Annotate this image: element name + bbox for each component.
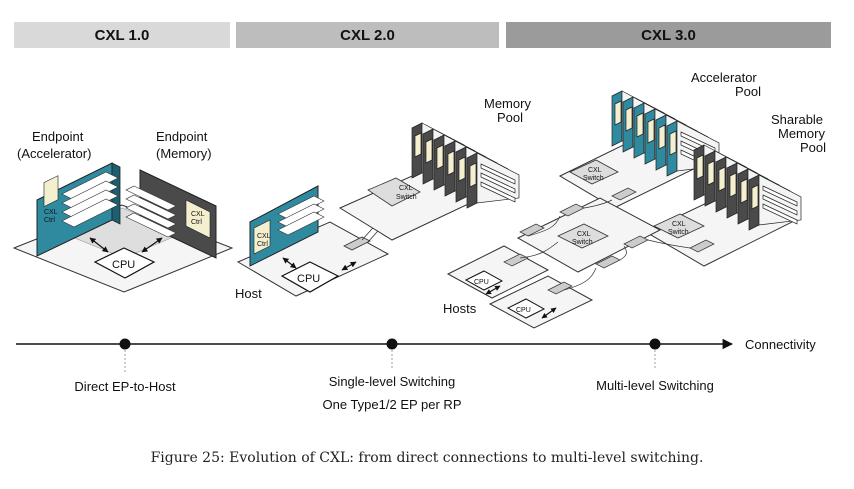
milestone-1-text: Direct EP-to-Host [74,379,176,394]
module-ram [762,194,798,216]
module-ctrl [436,144,444,170]
cxl3-hosts-label: Hosts [443,301,477,316]
milestone-3-dot [649,338,661,350]
cxl3-host1-cpu-label: CPU [474,279,489,286]
module-ctrl [696,154,704,180]
cxl3-mid-switch-label-2: Switch [572,239,593,246]
module-face [476,152,520,204]
cxl3-host2-cpu-label: CPU [516,307,531,314]
connectivity-axis-label: Connectivity [745,337,816,352]
cxl3-top-switch-label-1: CXL [588,167,602,174]
cxl2-memory-modules [411,122,520,209]
milestone-3: Multi-level Switching [596,338,714,393]
cxl3-right-switch-label-2: Switch [668,229,689,236]
cxl2-host-label: Host [235,286,262,301]
cxl1-mem-ctrl-label-2: Ctrl [191,219,202,226]
module-ctrl [447,150,455,176]
cxl1-accel-ctrl-label-1: CXL [44,209,58,216]
cxl1-cpu-label: CPU [112,259,135,271]
milestone-2-text-2: One Type1/2 EP per RP [323,397,462,412]
cxl2-link-accel [282,257,297,269]
milestone-1: Direct EP-to-Host [74,338,176,394]
cxl3-memory-modules [693,144,802,231]
cxl3-accel-pool-line2: Pool [735,84,761,99]
cxl3-sharable-line2: Memory [778,126,825,141]
module-ctrl [469,162,477,188]
cxl1-link-accel [89,237,109,253]
module-ctrl [625,106,633,132]
cxl3-host2-link [541,307,557,319]
cxl1-endpoint-accel-line1: Endpoint [32,129,84,144]
cxl2-ctrl-label-1: CXL [257,233,271,240]
cxl3-sharable-line1: Sharable [771,112,823,127]
cxl2-cpu [280,261,340,293]
cxl3-cables [519,199,691,291]
cxl2-accelerator-card [249,185,325,267]
milestone-2-text-1: Single-level Switching [329,374,455,389]
header-cxl-2-0: CXL 2.0 [236,22,499,48]
cxl2-link-port [341,261,357,271]
cxl3-sharable-line3: Pool [800,140,826,155]
module-ctrl [718,166,726,192]
milestone-1-dot [119,338,131,350]
module-ctrl [669,130,677,156]
cxl1-endpoint-mem-line2: (Memory) [156,146,212,161]
module-ctrl [647,118,655,144]
module-ctrl [658,124,666,150]
cxl3-top-switch-label-2: Switch [583,175,604,182]
cxl1-cpu [93,247,156,279]
module-ctrl [636,112,644,138]
cxl2-memory-pool-line2: Pool [497,110,523,125]
module-ctrl [729,172,737,198]
cxl1-endpoint-mem-line1: Endpoint [156,129,208,144]
module-ram [762,185,798,207]
milestone-3-text: Multi-level Switching [596,378,714,393]
module-face [758,174,802,226]
module-ctrl [751,184,759,210]
module-ctrl [740,178,748,204]
module-ram [762,203,798,225]
milestone-2: Single-level Switching One Type1/2 EP pe… [323,338,462,412]
cxl3-accelerator-modules [611,90,720,177]
cxl3-accel-pool-line1: Accelerator [691,70,757,85]
cxl2-memory-pool-line1: Memory [484,96,531,111]
cxl2-ctrl-label-2: Ctrl [257,241,268,248]
cxl1-endpoint-accel-line2: (Accelerator) [17,146,91,161]
cxl1-link-mem [141,237,163,253]
cxl1-accel-ctrl-label-2: Ctrl [44,217,55,224]
cxl3-connectors [503,187,715,295]
header-cxl-3-0: CXL 3.0 [506,22,831,48]
cxl1-mem-ctrl-label-1: CXL [191,211,205,218]
figure-caption: Figure 25: Evolution of CXL: from direct… [150,450,704,466]
cxl2-switch-label-2: Switch [396,194,417,201]
cxl3-host1-link [485,285,501,295]
cxl2-cpu-label: CPU [297,273,320,285]
module-ctrl [425,138,433,164]
header-cxl-1-0: CXL 1.0 [14,22,230,48]
module-ctrl [614,100,622,126]
module-ram [480,172,516,194]
cxl3-mid-switch-label-1: CXL [577,231,591,238]
cxl1-memory-card [125,169,217,259]
cxl2-switch-label-1: CXL [399,185,413,192]
cxl-evolution-diagram: CXL Ctrl CXL Ctrl CPU Endpoint (Accelera… [12,70,826,412]
milestone-2-dot [386,338,398,350]
module-ram [480,181,516,203]
module-ram [480,163,516,185]
module-ctrl [707,160,715,186]
cxl3-right-switch-label-1: CXL [672,221,686,228]
module-ctrl [414,132,422,158]
module-ctrl [458,156,466,182]
cxl1-accelerator-card [36,162,121,257]
